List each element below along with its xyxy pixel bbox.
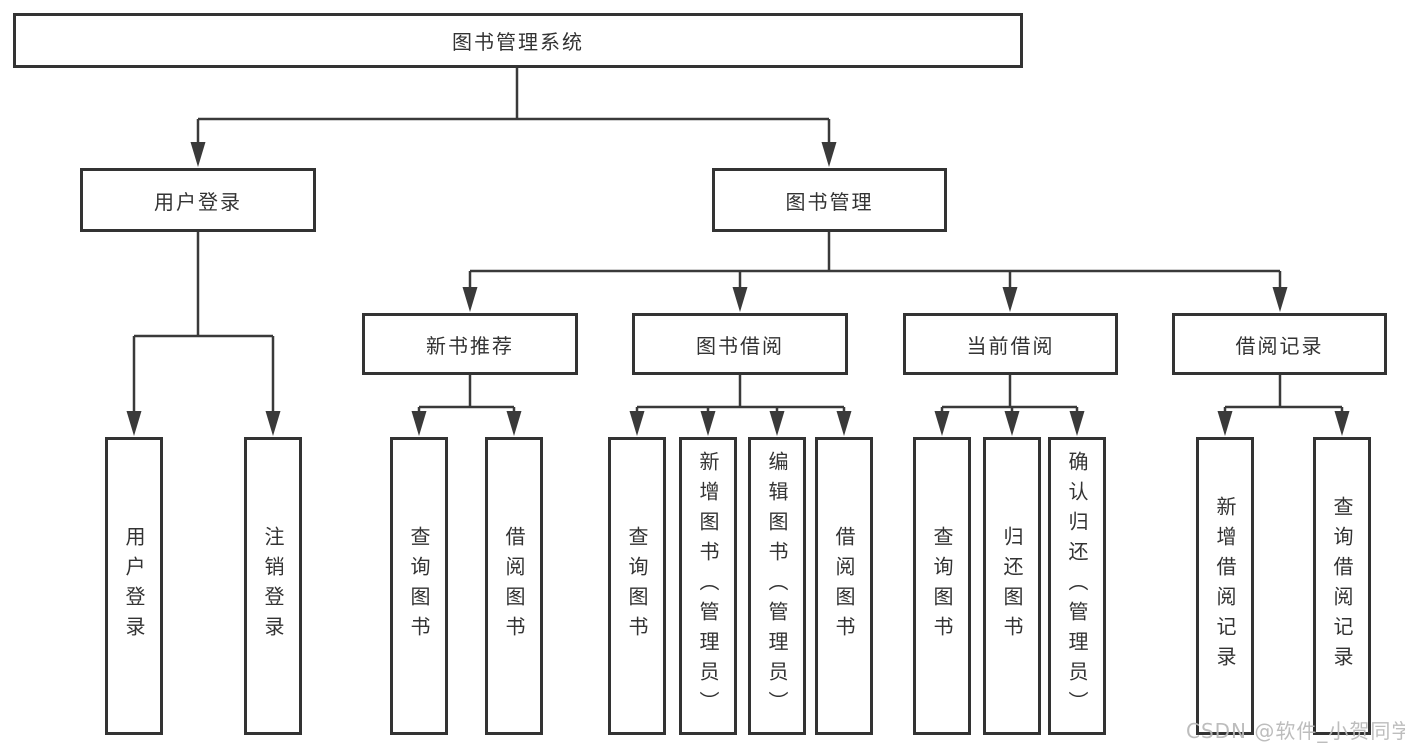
node-leaf-borrow-books-recommend: 借阅图书 <box>485 437 543 735</box>
node-leaf-query-books-borrow-label: 查询图书 <box>625 526 649 646</box>
arrowhead <box>1334 411 1350 436</box>
node-book-borrow: 图书借阅 <box>632 313 848 375</box>
arrowhead <box>700 411 716 436</box>
arrowhead <box>1217 411 1233 436</box>
arrowhead <box>126 411 142 436</box>
arrowhead <box>629 411 645 436</box>
arrowhead <box>821 142 837 167</box>
arrowhead <box>769 411 785 436</box>
arrowhead <box>190 142 206 167</box>
node-leaf-logout: 注销登录 <box>244 437 302 735</box>
arrowhead <box>1002 287 1018 312</box>
node-root-label: 图书管理系统 <box>452 30 584 54</box>
node-leaf-edit-books-admin: 编辑图书（管理员） <box>748 437 806 735</box>
csdn-watermark: CSDN @软件_小贺同学 <box>1186 719 1405 743</box>
arrowhead <box>1272 287 1288 312</box>
node-leaf-add-books-admin-label: 新增图书（管理员） <box>696 451 720 721</box>
node-leaf-query-books-recommend-label: 查询图书 <box>407 526 431 646</box>
node-leaf-logout-label: 注销登录 <box>261 526 285 646</box>
arrowhead <box>411 411 427 436</box>
arrowhead <box>265 411 281 436</box>
node-book-borrow-label: 图书借阅 <box>696 333 784 358</box>
node-leaf-edit-books-admin-label: 编辑图书（管理员） <box>765 451 789 721</box>
node-current-borrow-label: 当前借阅 <box>966 333 1055 358</box>
node-leaf-query-books-current-label: 查询图书 <box>930 526 954 646</box>
node-new-book-recommend-label: 新书推荐 <box>426 333 514 358</box>
arrowhead <box>462 287 478 312</box>
node-new-book-recommend: 新书推荐 <box>362 313 578 375</box>
node-user-login: 用户登录 <box>80 168 316 232</box>
connector-book-management-to-level2 <box>468 232 1282 306</box>
node-leaf-borrow-books-label: 借阅图书 <box>832 526 856 646</box>
node-leaf-query-borrow-record: 查询借阅记录 <box>1313 437 1371 735</box>
arrowhead <box>732 287 748 312</box>
node-leaf-query-books-current: 查询图书 <box>913 437 971 735</box>
node-leaf-add-books-admin: 新增图书（管理员） <box>679 437 737 735</box>
connector-new-book-to-leaves <box>417 375 516 430</box>
node-user-login-label: 用户登录 <box>154 189 242 214</box>
node-leaf-query-books-borrow: 查询图书 <box>608 437 666 735</box>
node-leaf-user-login: 用户登录 <box>105 437 163 735</box>
node-leaf-borrow-books-recommend-label: 借阅图书 <box>502 526 526 646</box>
node-leaf-confirm-return-admin-label: 确认归还（管理员） <box>1065 451 1089 721</box>
node-root-system: 图书管理系统 <box>13 13 1023 68</box>
node-leaf-query-books-recommend: 查询图书 <box>390 437 448 735</box>
node-borrow-record-label: 借阅记录 <box>1235 333 1324 358</box>
connector-borrow-record-to-leaves <box>1223 375 1344 430</box>
arrowheads <box>126 142 1350 436</box>
node-borrow-record: 借阅记录 <box>1172 313 1387 375</box>
node-leaf-return-books: 归还图书 <box>983 437 1041 735</box>
connector-book-borrow-to-leaves <box>635 375 846 430</box>
arrowhead <box>1004 411 1020 436</box>
arrowhead <box>506 411 522 436</box>
connector-user-login-to-leaves <box>132 232 275 430</box>
node-leaf-add-borrow-record: 新增借阅记录 <box>1196 437 1254 735</box>
arrowhead <box>836 411 852 436</box>
node-leaf-borrow-books: 借阅图书 <box>815 437 873 735</box>
node-book-management: 图书管理 <box>712 168 947 232</box>
node-current-borrow: 当前借阅 <box>903 313 1118 375</box>
node-leaf-return-books-label: 归还图书 <box>1000 526 1024 646</box>
node-book-management-label: 图书管理 <box>785 189 874 214</box>
node-leaf-add-borrow-record-label: 新增借阅记录 <box>1213 496 1237 676</box>
node-leaf-query-borrow-record-label: 查询借阅记录 <box>1330 496 1354 676</box>
node-leaf-user-login-label: 用户登录 <box>122 526 146 646</box>
arrowhead <box>1069 411 1085 436</box>
node-leaf-confirm-return-admin: 确认归还（管理员） <box>1048 437 1106 735</box>
arrowhead <box>934 411 950 436</box>
connector-root-to-level1 <box>196 68 831 160</box>
